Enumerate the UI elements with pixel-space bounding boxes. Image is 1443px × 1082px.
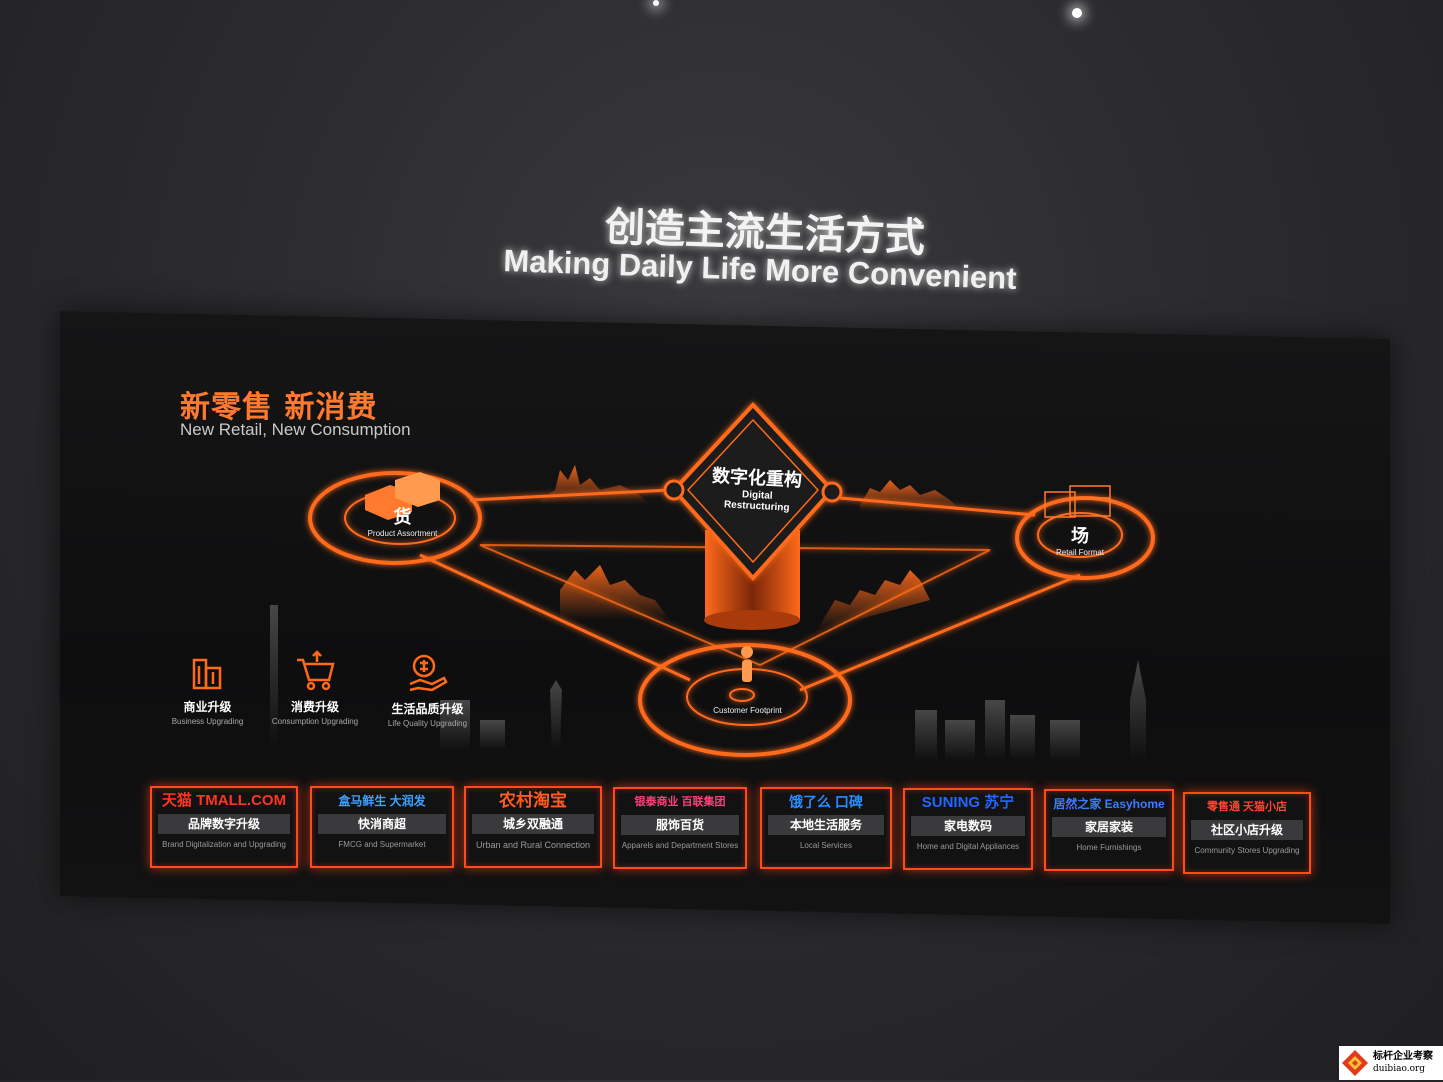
left-node-label: 货 Product Assortment — [355, 503, 450, 538]
duibiao-logo-icon — [1341, 1049, 1369, 1077]
upgrade-life-quality: 生活品质升级 Life Quality Upgrading — [380, 654, 475, 728]
heading-zh: 新零售 新消费 — [180, 390, 378, 425]
card-title: 本地生活服务 — [768, 815, 884, 835]
card-title: 快消商超 — [318, 814, 446, 834]
brand-cards: 天猫 TMALL.COM 品牌数字升级 Brand Digitalization… — [148, 784, 1313, 874]
upgrade-life-quality-zh: 生活品质升级 — [391, 702, 464, 716]
card-subtitle: Home and Digital Appliances — [916, 842, 1020, 851]
card-title: 城乡双融通 — [472, 814, 594, 834]
left-node-zh: 货 — [393, 507, 412, 528]
card-eleme: 饿了么 口碑 本地生活服务 Local Services — [760, 787, 892, 869]
card-brand: SUNING 苏宁 — [921, 794, 1015, 811]
card-title: 社区小店升级 — [1191, 820, 1303, 840]
card-hema: 盒马鲜生 大润发 快消商超 FMCG and Supermarket — [310, 786, 454, 868]
hand-coin-icon — [409, 654, 448, 692]
bottom-node-en: Customer Footprint — [713, 706, 782, 715]
card-subtitle: Community Stores Upgrading — [1194, 846, 1300, 855]
right-node-label: 场 Retail Format — [1045, 522, 1115, 557]
ceiling-light — [1072, 8, 1082, 18]
right-node-en: Retail Format — [1055, 548, 1104, 557]
card-brand: 盒马鲜生 大润发 — [338, 794, 426, 808]
card-brand: 农村淘宝 — [499, 791, 567, 811]
card-brand: 居然之家 Easyhome — [1053, 797, 1165, 811]
card-subtitle: Apparels and Department Stores — [621, 841, 739, 850]
right-node-zh: 场 — [1071, 526, 1089, 547]
watermark-en: duibiao.org — [1373, 1064, 1426, 1074]
card-subtitle: FMCG and Supermarket — [338, 840, 426, 849]
connection-lines — [419, 488, 1081, 692]
card-suning: SUNING 苏宁 家电数码 Home and Digital Applianc… — [903, 788, 1033, 870]
card-brand: 零售通 天猫小店 — [1206, 801, 1288, 813]
ceiling-light — [653, 0, 659, 6]
card-subtitle: Brand Digitalization and Upgrading — [162, 840, 286, 849]
center-label-en: Digital Restructuring — [723, 489, 790, 514]
shopping-cart-icon — [297, 650, 335, 691]
person-icon — [741, 646, 753, 682]
building-icon — [192, 658, 221, 690]
card-subtitle: Urban and Rural Connection — [475, 840, 591, 850]
card-title: 服饰百货 — [621, 815, 739, 835]
card-title: 品牌数字升级 — [158, 814, 290, 834]
upgrade-consumption-zh: 消费升级 — [290, 700, 339, 714]
card-rural-taobao: 农村淘宝 城乡双融通 Urban and Rural Connection — [464, 786, 602, 868]
watermark: 标杆企业考察 duibiao.org — [1339, 1046, 1443, 1080]
warehouse-icon — [365, 472, 440, 520]
card-brand: 天猫 TMALL.COM — [161, 792, 287, 809]
card-tmall: 天猫 TMALL.COM 品牌数字升级 Brand Digitalization… — [150, 786, 298, 868]
card-brand: 饿了么 口碑 — [789, 794, 863, 810]
upgrade-business-en: Business Upgrading — [171, 717, 244, 726]
gray-skyline — [270, 605, 1146, 760]
card-brand: 银泰商业 百联集团 — [634, 796, 726, 808]
bottom-node-label: Customer Footprint — [700, 706, 795, 715]
card-intime: 银泰商业 百联集团 服饰百货 Apparels and Department S… — [613, 787, 747, 869]
upgrade-business: 商业升级 Business Upgrading — [160, 652, 255, 726]
orange-skyline — [540, 465, 960, 630]
upgrade-consumption-en: Consumption Upgrading — [271, 717, 359, 726]
upgrade-life-quality-en: Life Quality Upgrading — [387, 719, 468, 728]
center-diamond — [663, 402, 843, 581]
card-subtitle: Local Services — [799, 841, 853, 850]
upgrade-consumption: 消费升级 Consumption Upgrading — [265, 650, 365, 726]
heading-en: New Retail, New Consumption — [180, 420, 411, 439]
card-subtitle: Home Furnishings — [1076, 843, 1142, 852]
card-easyhome: 居然之家 Easyhome 家居家装 Home Furnishings — [1044, 789, 1174, 871]
card-title: 家居家装 — [1052, 817, 1166, 837]
card-community-stores: 零售通 天猫小店 社区小店升级 Community Stores Upgradi… — [1183, 792, 1311, 874]
upgrade-business-zh: 商业升级 — [183, 700, 232, 714]
card-title: 家电数码 — [911, 816, 1025, 836]
left-node-en: Product Assortment — [367, 529, 438, 538]
watermark-zh: 标杆企业考察 — [1373, 1051, 1433, 1062]
storefront-icon — [1044, 485, 1111, 518]
